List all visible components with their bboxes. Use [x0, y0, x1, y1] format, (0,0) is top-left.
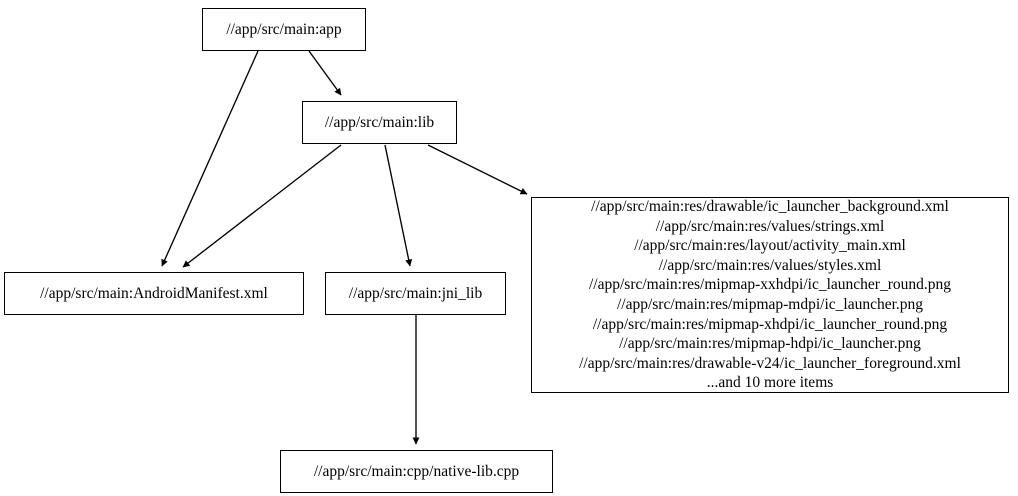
- edge-app-to-lib: [308, 50, 342, 96]
- edge-lib-to-resources: [427, 144, 528, 195]
- graph-node-native-lib-cpp[interactable]: //app/src/main:cpp/native-lib.cpp: [280, 450, 553, 493]
- graph-node-jni-lib[interactable]: //app/src/main:jni_lib: [325, 272, 506, 315]
- graph-node-app-label: //app/src/main:app: [226, 20, 342, 38]
- graph-node-resources[interactable]: //app/src/main:res/drawable/ic_launcher_…: [531, 197, 1009, 393]
- graph-node-android-manifest-label: //app/src/main:AndroidManifest.xml: [40, 284, 268, 302]
- graph-node-lib[interactable]: //app/src/main:lib: [302, 101, 457, 144]
- graph-node-app[interactable]: //app/src/main:app: [202, 8, 366, 51]
- graph-node-native-lib-cpp-label: //app/src/main:cpp/native-lib.cpp: [313, 462, 520, 480]
- edge-lib-to-manifest: [182, 144, 342, 268]
- edge-app-to-manifest: [161, 50, 259, 267]
- graph-node-resources-label: //app/src/main:res/drawable/ic_launcher_…: [579, 198, 961, 392]
- graph-node-jni-lib-label: //app/src/main:jni_lib: [348, 284, 483, 302]
- graph-node-android-manifest[interactable]: //app/src/main:AndroidManifest.xml: [4, 272, 304, 315]
- edge-lib-to-jni-lib: [384, 144, 413, 267]
- graph-node-lib-label: //app/src/main:lib: [324, 113, 435, 131]
